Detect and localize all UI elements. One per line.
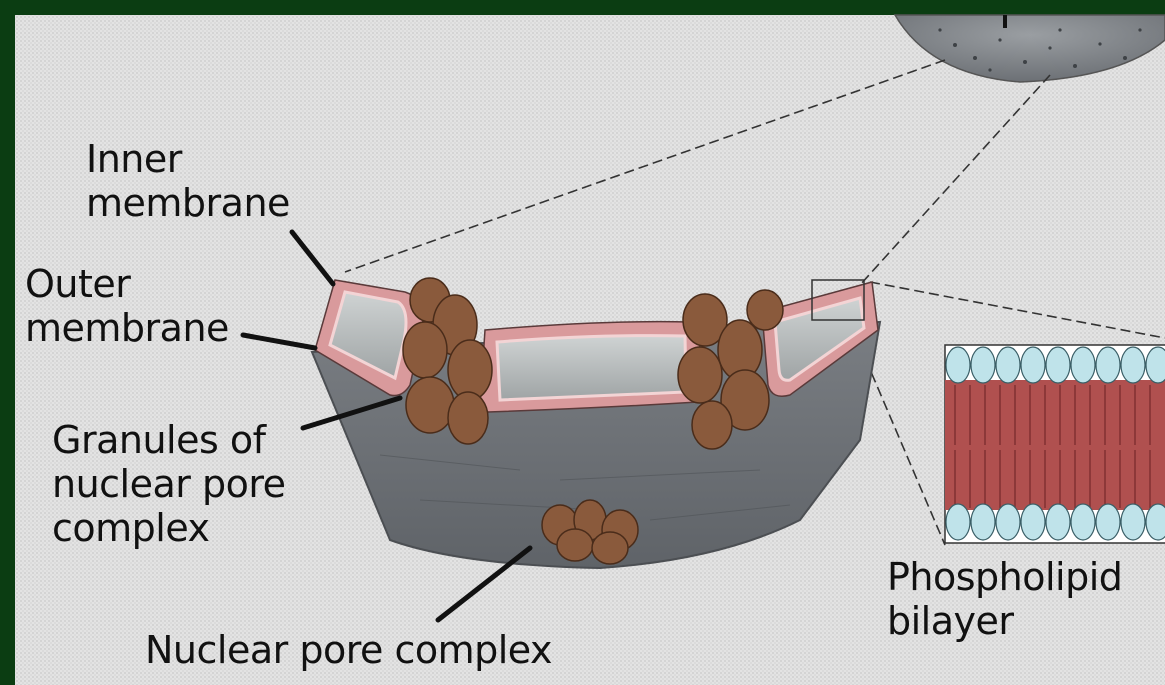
label-granules-line2: nuclear pore: [52, 462, 286, 506]
inner-membrane-lumen: [480, 322, 700, 412]
label-outer-membrane-line2: membrane: [25, 306, 229, 350]
label-inner-membrane-line2: membrane: [86, 181, 290, 225]
label-phospholipid-line2: bilayer: [887, 599, 1122, 643]
label-outer-membrane: Outer membrane: [25, 262, 229, 350]
phospholipid-bilayer-inset: [945, 345, 1165, 543]
nucleus-sphere: [895, 15, 1165, 82]
label-granules-line3: complex: [52, 506, 286, 550]
label-phospholipid-line1: Phospholipid: [887, 555, 1122, 599]
label-inner-membrane: Inner membrane: [86, 137, 290, 225]
leader-outer-membrane: [243, 335, 315, 348]
label-phospholipid-bilayer: Phospholipid bilayer: [887, 555, 1122, 643]
label-outer-membrane-line1: Outer: [25, 262, 229, 306]
label-nuclear-pore-complex: Nuclear pore complex: [145, 628, 552, 672]
label-granules: Granules of nuclear pore complex: [52, 418, 286, 550]
leader-inner-membrane: [292, 232, 333, 284]
label-inner-membrane-line1: Inner: [86, 137, 290, 181]
label-granules-line1: Granules of: [52, 418, 286, 462]
